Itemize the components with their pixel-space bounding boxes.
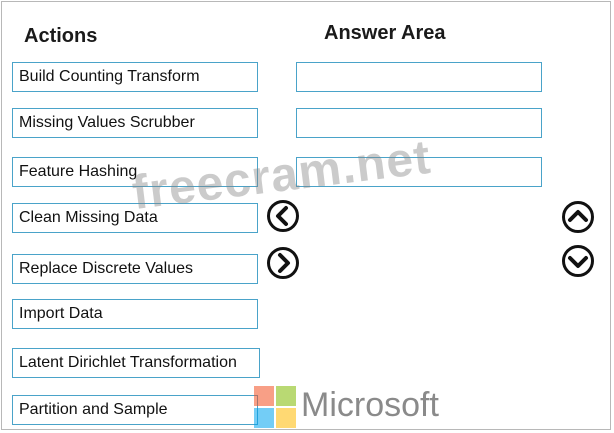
- action-item-build-counting-transform[interactable]: Build Counting Transform: [12, 62, 258, 92]
- answer-slot[interactable]: [296, 157, 542, 187]
- action-item-replace-discrete-values[interactable]: Replace Discrete Values: [12, 254, 258, 284]
- action-item-clean-missing-data[interactable]: Clean Missing Data: [12, 203, 258, 233]
- microsoft-logo-icon: [254, 386, 296, 428]
- chevron-left-icon: [267, 200, 299, 232]
- action-item-partition-and-sample[interactable]: Partition and Sample: [12, 395, 258, 425]
- action-item-missing-values-scrubber[interactable]: Missing Values Scrubber: [12, 108, 258, 138]
- move-right-button[interactable]: [266, 246, 300, 280]
- answer-slot[interactable]: [296, 62, 542, 92]
- chevron-right-icon: [267, 247, 299, 279]
- move-left-button[interactable]: [266, 199, 300, 233]
- action-item-import-data[interactable]: Import Data: [12, 299, 258, 329]
- action-item-latent-dirichlet-transformation[interactable]: Latent Dirichlet Transformation: [12, 348, 260, 378]
- chevron-up-icon: [562, 201, 594, 233]
- move-up-button[interactable]: [561, 200, 595, 234]
- action-item-feature-hashing[interactable]: Feature Hashing: [12, 157, 258, 187]
- chevron-down-icon: [562, 245, 594, 277]
- answer-slot[interactable]: [296, 108, 542, 138]
- answer-area-heading: Answer Area: [324, 22, 446, 44]
- actions-heading: Actions: [24, 25, 98, 47]
- microsoft-wordmark: Microsoft: [301, 386, 439, 424]
- move-down-button[interactable]: [561, 244, 595, 278]
